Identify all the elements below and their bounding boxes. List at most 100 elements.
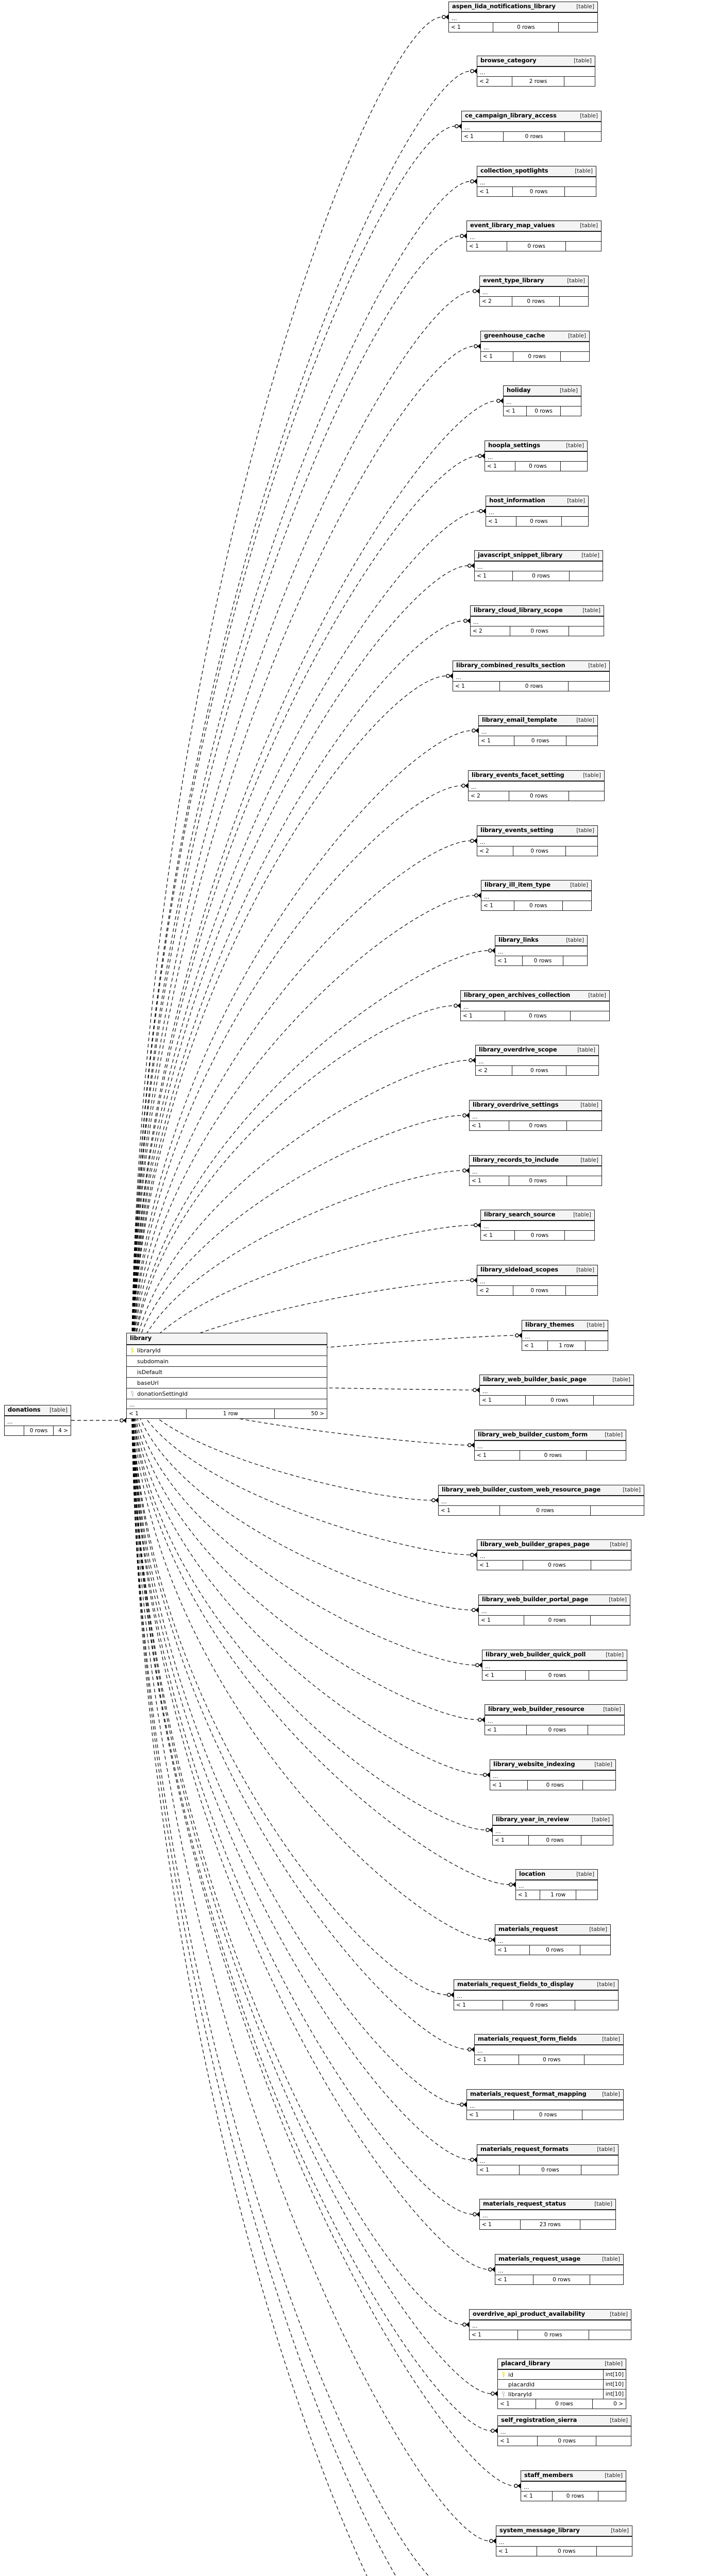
- columns-collapsed[interactable]: ...: [490, 1771, 615, 1781]
- columns-collapsed[interactable]: ...: [477, 177, 596, 187]
- columns-collapsed[interactable]: ...: [477, 2156, 618, 2165]
- columns-collapsed[interactable]: ...: [521, 2482, 626, 2492]
- columns-collapsed[interactable]: ...: [481, 342, 589, 352]
- columns-collapsed[interactable]: ...: [477, 837, 597, 846]
- table-node-aspen_lida_notifications_library[interactable]: aspen_lida_notifications_library[table].…: [448, 2, 598, 32]
- columns-collapsed[interactable]: ...: [493, 1826, 613, 1836]
- columns-collapsed[interactable]: ...: [5, 1416, 71, 1426]
- columns-collapsed[interactable]: ...: [480, 2210, 615, 2220]
- table-node-library_open_archives_collection[interactable]: library_open_archives_collection[table].…: [460, 990, 610, 1021]
- columns-collapsed[interactable]: ...: [516, 1880, 597, 1890]
- table-node-overdrive_api_product_availability[interactable]: overdrive_api_product_availability[table…: [469, 2309, 631, 2340]
- table-node-library_web_builder_portal_page[interactable]: library_web_builder_portal_page[table]..…: [478, 1595, 630, 1625]
- columns-collapsed[interactable]: ...: [439, 1496, 644, 1506]
- table-node-library_web_builder_quick_poll[interactable]: library_web_builder_quick_poll[table]...…: [482, 1650, 627, 1681]
- columns-collapsed[interactable]: ...: [475, 2045, 623, 2055]
- columns-collapsed[interactable]: ...: [495, 946, 587, 956]
- columns-collapsed[interactable]: ...: [485, 1716, 624, 1725]
- columns-collapsed[interactable]: ...: [482, 1661, 627, 1671]
- columns-collapsed[interactable]: ...: [495, 2265, 623, 2275]
- columns-collapsed[interactable]: ...: [479, 1606, 630, 1616]
- columns-collapsed[interactable]: ...: [471, 617, 604, 626]
- columns-collapsed[interactable]: ...: [467, 232, 601, 242]
- table-node-materials_request_format_mapping[interactable]: materials_request_format_mapping[table].…: [466, 2089, 624, 2120]
- column-row[interactable]: donationSettingId: [127, 1388, 327, 1399]
- columns-collapsed[interactable]: ...: [480, 1386, 633, 1396]
- table-node-library_web_builder_basic_page[interactable]: library_web_builder_basic_page[table]...…: [479, 1375, 634, 1405]
- columns-collapsed[interactable]: ...: [127, 1399, 327, 1409]
- columns-collapsed[interactable]: ...: [479, 726, 597, 736]
- columns-collapsed[interactable]: ...: [495, 1936, 610, 1945]
- table-node-library_web_builder_resource[interactable]: library_web_builder_resource[table]...< …: [485, 1704, 625, 1735]
- column-row[interactable]: isDefault: [127, 1367, 327, 1378]
- columns-collapsed[interactable]: ...: [469, 782, 604, 791]
- columns-collapsed[interactable]: ...: [470, 1166, 602, 1176]
- columns-collapsed[interactable]: ...: [504, 397, 581, 406]
- columns-collapsed[interactable]: ...: [481, 1221, 594, 1231]
- columns-collapsed[interactable]: ...: [470, 2320, 631, 2330]
- columns-collapsed[interactable]: ...: [498, 2427, 631, 2436]
- column-row[interactable]: libraryId: [127, 1345, 327, 1356]
- columns-collapsed[interactable]: ...: [470, 1111, 602, 1121]
- columns-collapsed[interactable]: ...: [454, 1991, 618, 2001]
- table-node-library_web_builder_custom_form[interactable]: library_web_builder_custom_form[table]..…: [474, 1430, 626, 1461]
- table-node-library_cloud_library_scope[interactable]: library_cloud_library_scope[table]...< 2…: [470, 605, 604, 636]
- columns-collapsed[interactable]: ...: [486, 507, 588, 517]
- columns-collapsed[interactable]: ...: [461, 1002, 609, 1011]
- table-node-library_combined_results_section[interactable]: library_combined_results_section[table].…: [453, 660, 610, 691]
- columns-collapsed[interactable]: ...: [467, 2100, 623, 2110]
- table-node-library_web_builder_custom_web_resource_page[interactable]: library_web_builder_custom_web_resource_…: [438, 1485, 644, 1516]
- columns-collapsed[interactable]: ...: [522, 1331, 608, 1341]
- columns-collapsed[interactable]: ...: [477, 1551, 631, 1561]
- columns-collapsed[interactable]: ...: [475, 562, 603, 571]
- columns-collapsed[interactable]: ...: [476, 1056, 598, 1066]
- columns-collapsed[interactable]: ...: [480, 287, 588, 297]
- table-node-materials_request_form_fields[interactable]: materials_request_form_fields[table]...<…: [474, 2034, 624, 2065]
- columns-collapsed[interactable]: ...: [481, 891, 591, 901]
- columns-collapsed[interactable]: ...: [462, 122, 601, 132]
- columns-collapsed[interactable]: ...: [449, 13, 597, 23]
- table-node-library_web_builder_grapes_page[interactable]: library_web_builder_grapes_page[table]..…: [477, 1539, 631, 1570]
- table-node-library_events_facet_setting[interactable]: library_events_facet_setting[table]...< …: [468, 770, 605, 801]
- columns-collapsed[interactable]: ...: [475, 1441, 626, 1451]
- table-node-materials_request_fields_to_display[interactable]: materials_request_fields_to_display[tabl…: [454, 1979, 619, 2010]
- columns-collapsed[interactable]: ...: [477, 1276, 597, 1286]
- columns-collapsed[interactable]: ...: [453, 672, 609, 682]
- columns-collapsed[interactable]: ...: [485, 452, 587, 462]
- column-row[interactable]: baseUrl: [127, 1378, 327, 1388]
- columns-collapsed[interactable]: ...: [496, 2537, 632, 2547]
